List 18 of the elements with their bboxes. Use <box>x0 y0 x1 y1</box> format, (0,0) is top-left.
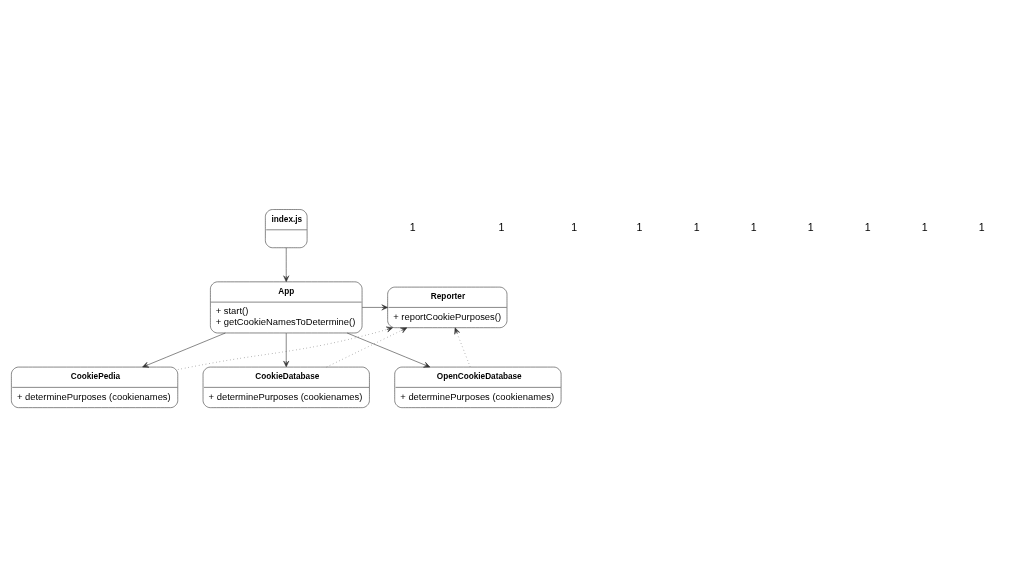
label: 1 <box>409 220 416 233</box>
label: 1 <box>807 220 814 233</box>
label: 1 <box>921 220 928 233</box>
arrow <box>142 332 226 368</box>
arrow <box>346 332 431 368</box>
label: 1 <box>636 220 643 233</box>
arrow <box>177 326 393 370</box>
label: 1 <box>750 220 757 233</box>
arrow <box>283 332 290 367</box>
label: 1 <box>498 220 505 233</box>
label: 1 <box>571 220 578 233</box>
arrow <box>454 327 471 367</box>
label: 1 <box>978 220 985 233</box>
label: 1 <box>864 220 871 233</box>
arrow <box>326 326 408 367</box>
arrow <box>283 247 290 282</box>
label: 1 <box>693 220 700 233</box>
arrow <box>361 303 388 310</box>
